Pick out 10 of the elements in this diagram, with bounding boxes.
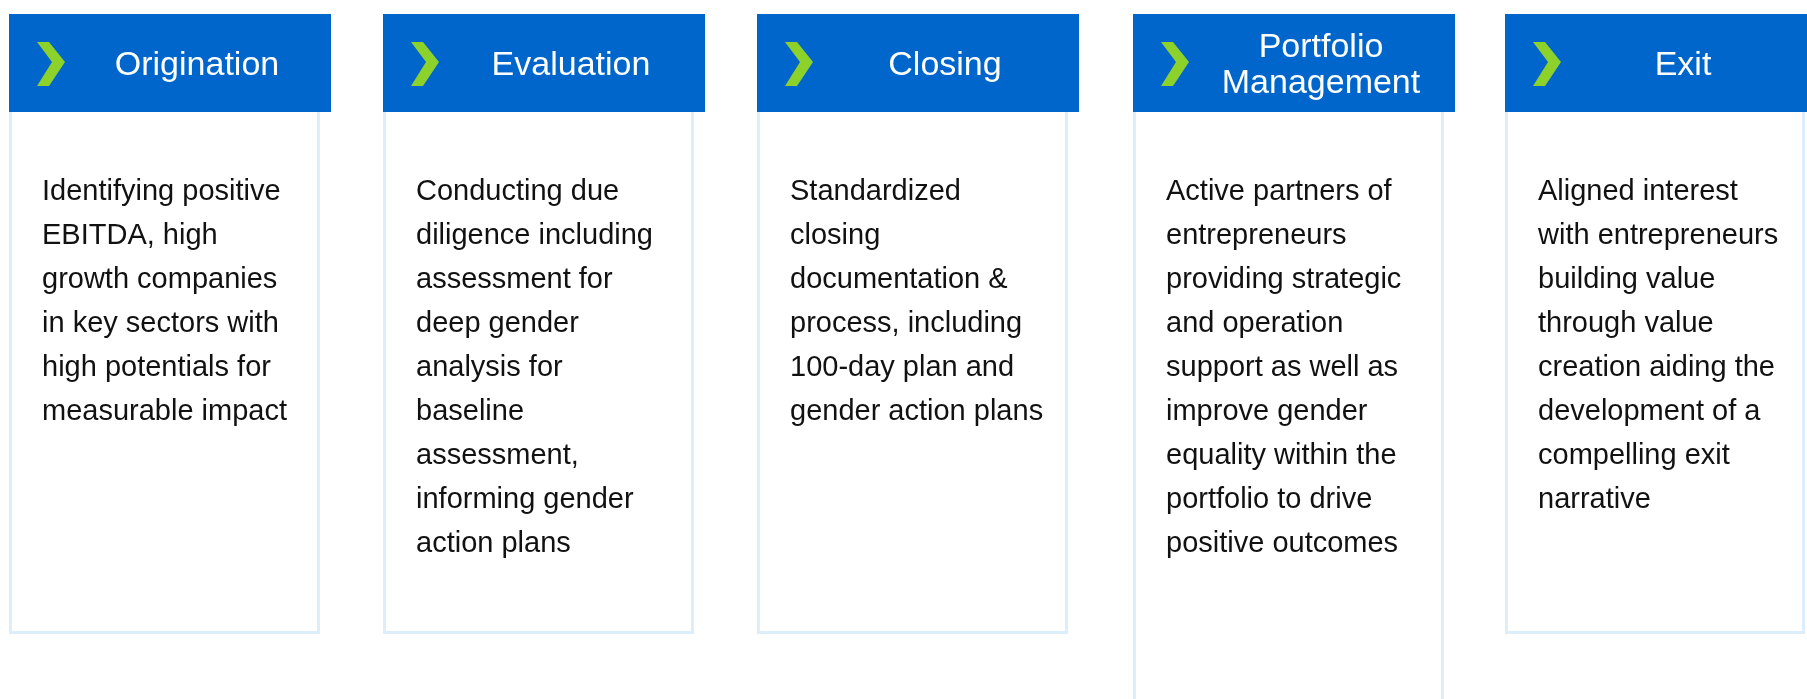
stage-description: Active partners of entrepreneurs providing strategic and operation support as well as improve gender equality within the portfolio to drive positive outcomes [1166, 173, 1403, 560]
stage-description: Identifying positive EBITDA, high growth companies in key sectors with high potentials for measurable impact [42, 173, 288, 428]
stage-title: Evaluation [491, 45, 651, 81]
stage-description: Standardized closing documentation & process, including 100-day plan and gender action plans [790, 173, 1045, 428]
stage-description: Conducting due diligence including assessment for deep gender analysis for baseline assessment, informing gender action plans [416, 173, 654, 560]
stage-title: Portfolio Management [1220, 27, 1422, 99]
stage-title: Origination [114, 45, 280, 81]
stage-description: Aligned interest with entrepreneurs building value through value creation aiding the development of a compelling exit narrative [1538, 173, 1780, 516]
stage-title: Closing [888, 45, 1002, 81]
stage-title: Exit [1654, 45, 1712, 81]
